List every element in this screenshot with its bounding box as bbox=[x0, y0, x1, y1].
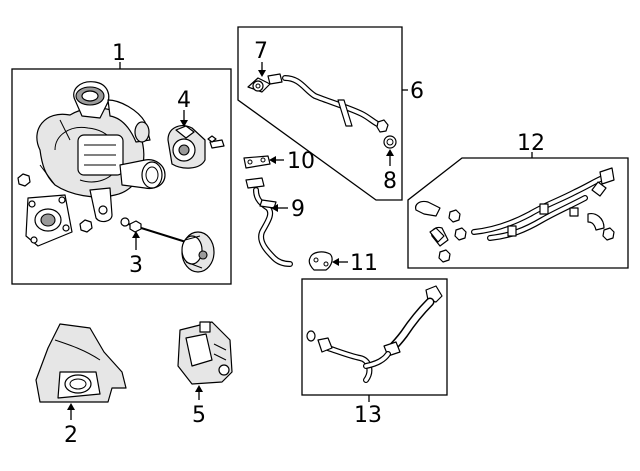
turbocharger-assembly-box bbox=[11, 68, 232, 285]
callout-10: 10 bbox=[287, 149, 315, 174]
callout-2: 2 bbox=[64, 423, 78, 448]
heat-shield-illustration bbox=[35, 323, 127, 403]
coolant-lines-box bbox=[407, 157, 629, 269]
callout-3: 3 bbox=[129, 253, 143, 278]
gasket-10-illustration bbox=[243, 155, 271, 169]
callout-13: 13 bbox=[354, 403, 382, 428]
coolant-lines-illustration bbox=[415, 167, 615, 263]
wastegate-valve-illustration bbox=[167, 125, 225, 169]
callout-5: 5 bbox=[192, 403, 206, 428]
sealing-washer-illustration bbox=[383, 135, 397, 149]
banjo-washer-illustration bbox=[247, 77, 271, 93]
turbocharger-assembly-group: 1 bbox=[11, 41, 232, 285]
callout-1: 1 bbox=[112, 41, 126, 66]
callout-11: 11 bbox=[350, 251, 378, 276]
oil-feed-line-box bbox=[237, 26, 403, 201]
wastegate-actuator-illustration bbox=[120, 217, 215, 273]
gasket-11-illustration bbox=[308, 251, 333, 271]
oil-return-line-illustration bbox=[245, 177, 293, 267]
callout-6: 6 bbox=[410, 79, 424, 104]
coolant-lines-group: 12 bbox=[407, 131, 629, 269]
callout-9: 9 bbox=[291, 197, 305, 222]
callout-7: 7 bbox=[254, 39, 268, 64]
lower-hose-box bbox=[301, 278, 448, 396]
oil-feed-line-group: 6 7 8 bbox=[237, 26, 424, 201]
lower-hose-illustration bbox=[306, 285, 443, 383]
oil-feed-line-illustration bbox=[267, 73, 389, 133]
callout-12: 12 bbox=[517, 131, 545, 156]
callout-8: 8 bbox=[383, 169, 397, 194]
lower-hose-group: 13 bbox=[301, 278, 448, 428]
actuator-module-illustration bbox=[177, 321, 233, 385]
turbocharger-illustration bbox=[17, 81, 166, 247]
callout-4: 4 bbox=[177, 88, 191, 113]
